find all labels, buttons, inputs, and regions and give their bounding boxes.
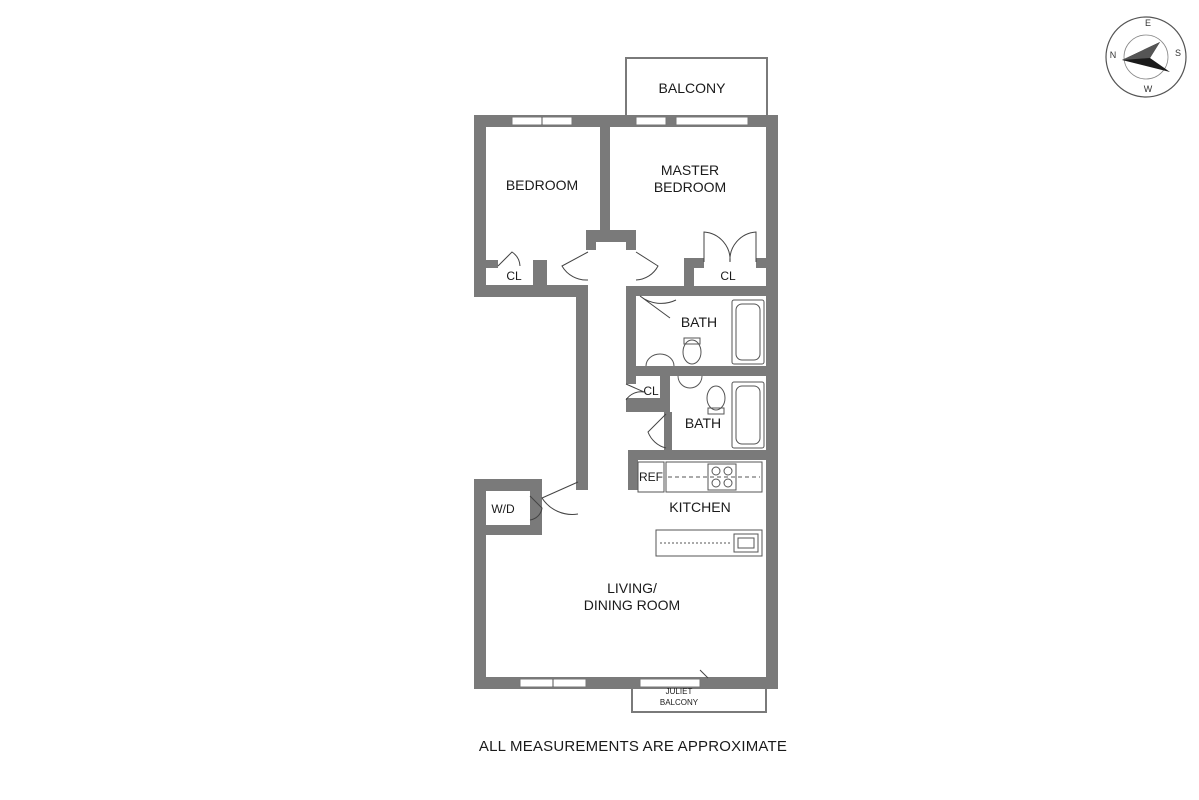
- juliet-balcony-label-line1: JULIET: [666, 687, 693, 696]
- ref-label: REF: [639, 470, 663, 484]
- compass-n: N: [1110, 50, 1117, 60]
- compass-s: S: [1175, 48, 1181, 58]
- doors: [497, 231, 757, 679]
- balcony-outline: [625, 57, 768, 118]
- kitchen-fixtures: [637, 461, 763, 557]
- bedroom-label: BEDROOM: [506, 177, 578, 193]
- windows: [511, 116, 749, 688]
- compass-rose-icon: N E S W: [1105, 16, 1187, 98]
- juliet-balcony-label-line2: BALCONY: [660, 698, 699, 707]
- kitchen-label: KITCHEN: [669, 499, 730, 515]
- bath-fixtures: [645, 299, 765, 449]
- walls: [474, 115, 778, 689]
- bath2-label: BATH: [685, 415, 721, 431]
- washer-dryer-label: W/D: [491, 502, 515, 516]
- measurement-disclaimer: ALL MEASUREMENTS ARE APPROXIMATE: [478, 738, 788, 755]
- master-closet-label: CL: [720, 269, 736, 283]
- hall-closet-label: CL: [643, 384, 659, 398]
- juliet-balcony-outline: [631, 689, 767, 713]
- living-dining-label-line1: LIVING/: [607, 580, 657, 596]
- master-bedroom-label-line2: BEDROOM: [654, 179, 726, 195]
- master-bedroom-label-line1: MASTER: [661, 162, 719, 178]
- compass-e: E: [1145, 18, 1151, 28]
- bath1-label: BATH: [681, 314, 717, 330]
- compass-w: W: [1144, 84, 1153, 94]
- bedroom-closet-label: CL: [506, 269, 522, 283]
- living-dining-label-line2: DINING ROOM: [584, 597, 680, 613]
- balcony-label: BALCONY: [659, 80, 727, 96]
